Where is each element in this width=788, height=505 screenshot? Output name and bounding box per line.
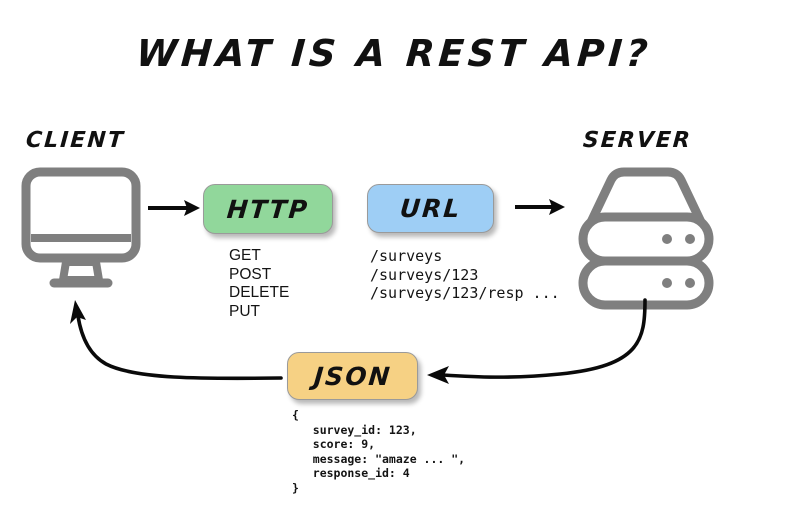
detail-line: {	[292, 408, 299, 422]
detail-line: /surveys/123	[370, 265, 479, 284]
json-box-label: JSON	[312, 361, 393, 391]
detail-line: POST	[229, 265, 272, 283]
desktop-monitor-icon	[21, 167, 141, 288]
url-paths-list: /surveys/surveys/123/surveys/123/resp ..…	[370, 247, 560, 303]
detail-line: GET	[229, 247, 261, 264]
detail-line: /surveys	[370, 247, 443, 265]
detail-line: response_id: 4	[292, 466, 410, 480]
detail-line: DELETE	[229, 284, 290, 301]
page-title: WHAT IS A REST API?	[134, 32, 654, 75]
url-box[interactable]: URL	[367, 184, 494, 233]
detail-line: score: 9,	[292, 437, 376, 451]
detail-line: /surveys/123/resp ...	[370, 284, 560, 302]
http-box-label: HTTP	[225, 194, 311, 224]
json-body-snippet: { survey_id: 123, score: 9, message: "am…	[292, 408, 465, 495]
client-to-http-arrow	[148, 200, 200, 216]
server-to-json-arrow	[427, 298, 647, 384]
detail-line: message: "amaze ... ",	[292, 451, 466, 466]
http-box[interactable]: HTTP	[203, 184, 333, 234]
detail-line: PUT	[229, 302, 260, 320]
url-box-label: URL	[398, 194, 463, 223]
server-label: SERVER	[582, 128, 693, 153]
server-stack-icon	[578, 167, 714, 310]
detail-line: survey_id: 123,	[292, 422, 417, 437]
detail-line: }	[292, 480, 299, 495]
json-box[interactable]: JSON	[287, 352, 418, 400]
url-to-server-arrow	[515, 199, 565, 215]
client-label: CLIENT	[25, 128, 126, 153]
